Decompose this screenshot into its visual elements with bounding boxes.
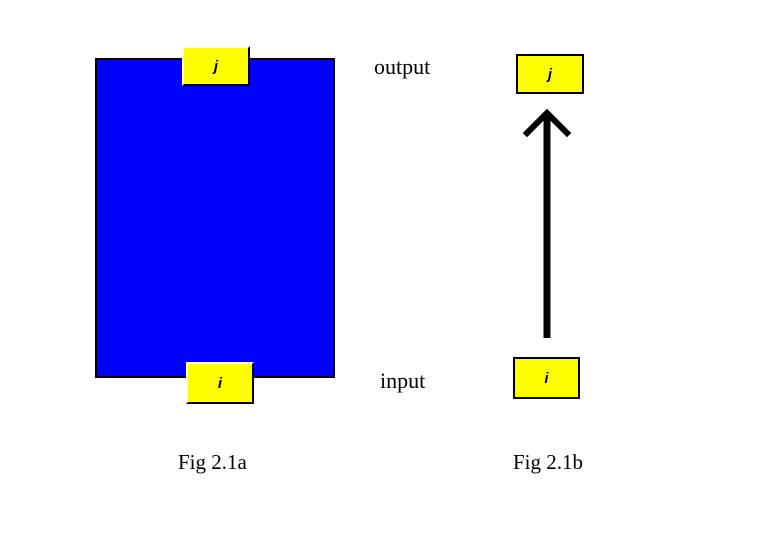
input-node-i-block: i bbox=[186, 362, 254, 404]
output-node-j-block: j bbox=[182, 46, 250, 86]
caption-fig-a: Fig 2.1a bbox=[178, 450, 247, 474]
output-node-j: j bbox=[516, 54, 584, 94]
output-label: output bbox=[374, 54, 431, 79]
input-node-i: i bbox=[513, 357, 580, 399]
arrow-head bbox=[522, 108, 572, 138]
neuron-block bbox=[95, 58, 335, 378]
caption-fig-b: Fig 2.1b bbox=[513, 450, 584, 474]
input-label: input bbox=[380, 368, 426, 393]
